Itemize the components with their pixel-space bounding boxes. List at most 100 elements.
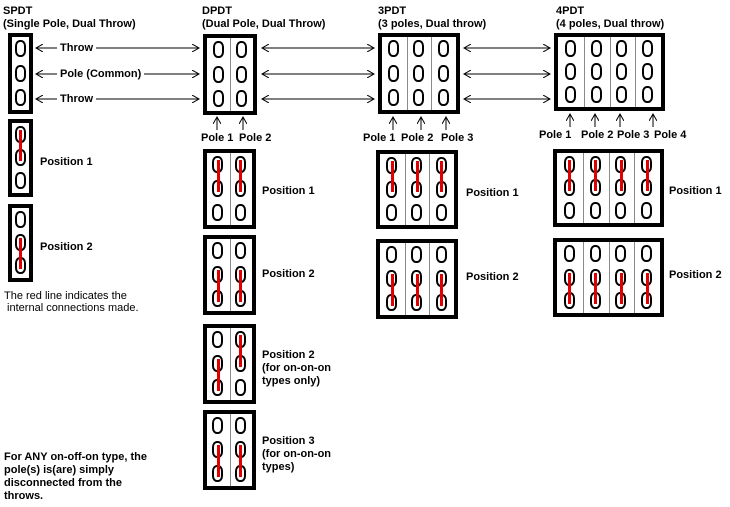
note-on-off-on: For ANY on-off-on type, the pole(s) is(a… xyxy=(4,451,147,502)
connection-line xyxy=(594,272,598,304)
terminal-throw-bottom xyxy=(212,89,224,107)
connection-line xyxy=(239,445,243,477)
spdt-position-label: Position 2 xyxy=(40,241,93,253)
terminal-throw-top xyxy=(234,417,246,435)
connection-line xyxy=(619,272,623,304)
dpdt-title: DPDT xyxy=(202,5,232,17)
terminal-pole xyxy=(437,64,449,82)
terminal-throw-top xyxy=(616,39,628,57)
dpdt-position-label: Position 2 xyxy=(262,268,315,280)
spdt-terminal-layout xyxy=(8,33,33,114)
terminal-throw-top xyxy=(386,246,398,264)
terminal-throw-bottom xyxy=(388,88,400,106)
terminal-pole xyxy=(413,64,424,82)
terminal-throw-top xyxy=(642,39,654,57)
pole-divider xyxy=(609,153,610,223)
pole-divider xyxy=(407,37,408,110)
terminal-throw-bottom xyxy=(235,89,247,107)
4pdt-pole-label: Pole 3 xyxy=(617,129,650,141)
pole-divider xyxy=(635,37,636,107)
terminal-throw-bottom xyxy=(615,202,627,220)
spdt-title: SPDT xyxy=(3,5,33,17)
4pdt-pole-label: Pole 2 xyxy=(581,129,614,141)
4pdt-pole-label: Pole 4 xyxy=(654,129,687,141)
4pdt-position-1 xyxy=(553,149,664,227)
4pdt-subtitle: (4 poles, Dual throw) xyxy=(556,18,665,30)
3pdt-position-label: Position 1 xyxy=(466,187,519,199)
spdt-position-label: Position 1 xyxy=(40,156,93,168)
terminal-throw-top xyxy=(589,245,601,263)
pole-divider xyxy=(230,328,231,400)
pole-divider xyxy=(405,243,406,315)
3pdt-terminal-layout xyxy=(378,33,460,114)
pole-divider xyxy=(230,153,231,225)
dpdt-pole-label: Pole 1 xyxy=(201,132,234,144)
terminal-throw-bottom xyxy=(642,86,654,104)
4pdt-pole-label: Pole 1 xyxy=(539,129,572,141)
terminal-throw-top xyxy=(435,246,447,264)
connection-line xyxy=(645,272,649,304)
terminal-throw-bottom xyxy=(386,203,398,221)
dpdt-position-label: Position 2 (for on-on-on types only) xyxy=(262,349,332,387)
3pdt-title: 3PDT xyxy=(378,5,407,17)
label-throw-bottom: Throw xyxy=(57,93,96,106)
3pdt-pole-label: Pole 1 xyxy=(363,132,396,144)
connection-line xyxy=(440,161,444,193)
connection-line xyxy=(415,161,419,193)
note-red-line: The red line indicates the internal conn… xyxy=(4,290,139,314)
terminal-throw-bottom xyxy=(14,88,26,106)
terminal-pole xyxy=(564,63,576,80)
terminal-throw-bottom xyxy=(435,203,447,221)
dpdt-terminal-layout xyxy=(203,34,257,115)
pole-divider xyxy=(405,154,406,225)
4pdt-title: 4PDT xyxy=(556,5,585,17)
terminal-throw-top xyxy=(563,245,575,263)
terminal-throw-bottom xyxy=(411,203,422,221)
terminal-throw-bottom xyxy=(590,86,602,104)
terminal-pole xyxy=(642,63,654,80)
terminal-throw-top xyxy=(437,40,449,58)
dpdt-position-1 xyxy=(203,149,256,229)
pole-divider xyxy=(610,37,611,107)
terminal-throw-top xyxy=(14,210,26,228)
3pdt-position-label: Position 2 xyxy=(466,271,519,283)
terminal-throw-top xyxy=(590,39,602,57)
3pdt-subtitle: (3 poles, Dual throw) xyxy=(378,18,487,30)
connection-line xyxy=(239,270,243,302)
terminal-throw-top xyxy=(14,40,26,58)
terminal-throw-bottom xyxy=(413,88,424,106)
label-throw-top: Throw xyxy=(57,42,96,55)
terminal-throw-bottom xyxy=(616,86,628,104)
terminal-throw-top xyxy=(413,40,424,58)
dpdt-position-3 xyxy=(203,324,256,404)
pole-divider xyxy=(609,242,610,313)
dpdt-pole-label: Pole 2 xyxy=(239,132,272,144)
connection-line xyxy=(390,274,394,306)
connection-line xyxy=(239,160,243,192)
terminal-throw-bottom xyxy=(234,378,246,396)
4pdt-position-label: Position 2 xyxy=(669,269,722,281)
3pdt-position-1 xyxy=(376,150,458,229)
3pdt-pole-label: Pole 2 xyxy=(401,132,434,144)
pole-divider xyxy=(230,414,231,486)
connection-line xyxy=(216,270,220,302)
terminal-pole xyxy=(235,65,247,83)
connection-line xyxy=(568,159,572,191)
4pdt-position-2 xyxy=(553,238,664,317)
terminal-throw-bottom xyxy=(641,202,653,220)
connection-line xyxy=(440,274,444,306)
terminal-throw-bottom xyxy=(212,203,224,221)
terminal-throw-top xyxy=(641,245,653,263)
terminal-throw-bottom xyxy=(564,86,576,104)
spdt-position-1 xyxy=(8,119,33,197)
pole-divider xyxy=(431,37,432,110)
dpdt-position-4 xyxy=(203,410,256,490)
terminal-throw-top xyxy=(564,39,576,57)
pole-divider xyxy=(583,242,584,313)
terminal-throw-bottom xyxy=(234,203,246,221)
terminal-throw-top xyxy=(212,41,224,59)
spdt-subtitle: (Single Pole, Dual Throw) xyxy=(3,18,136,30)
connection-line xyxy=(239,335,243,367)
spdt-position-2 xyxy=(8,204,33,282)
3pdt-position-2 xyxy=(376,239,458,319)
